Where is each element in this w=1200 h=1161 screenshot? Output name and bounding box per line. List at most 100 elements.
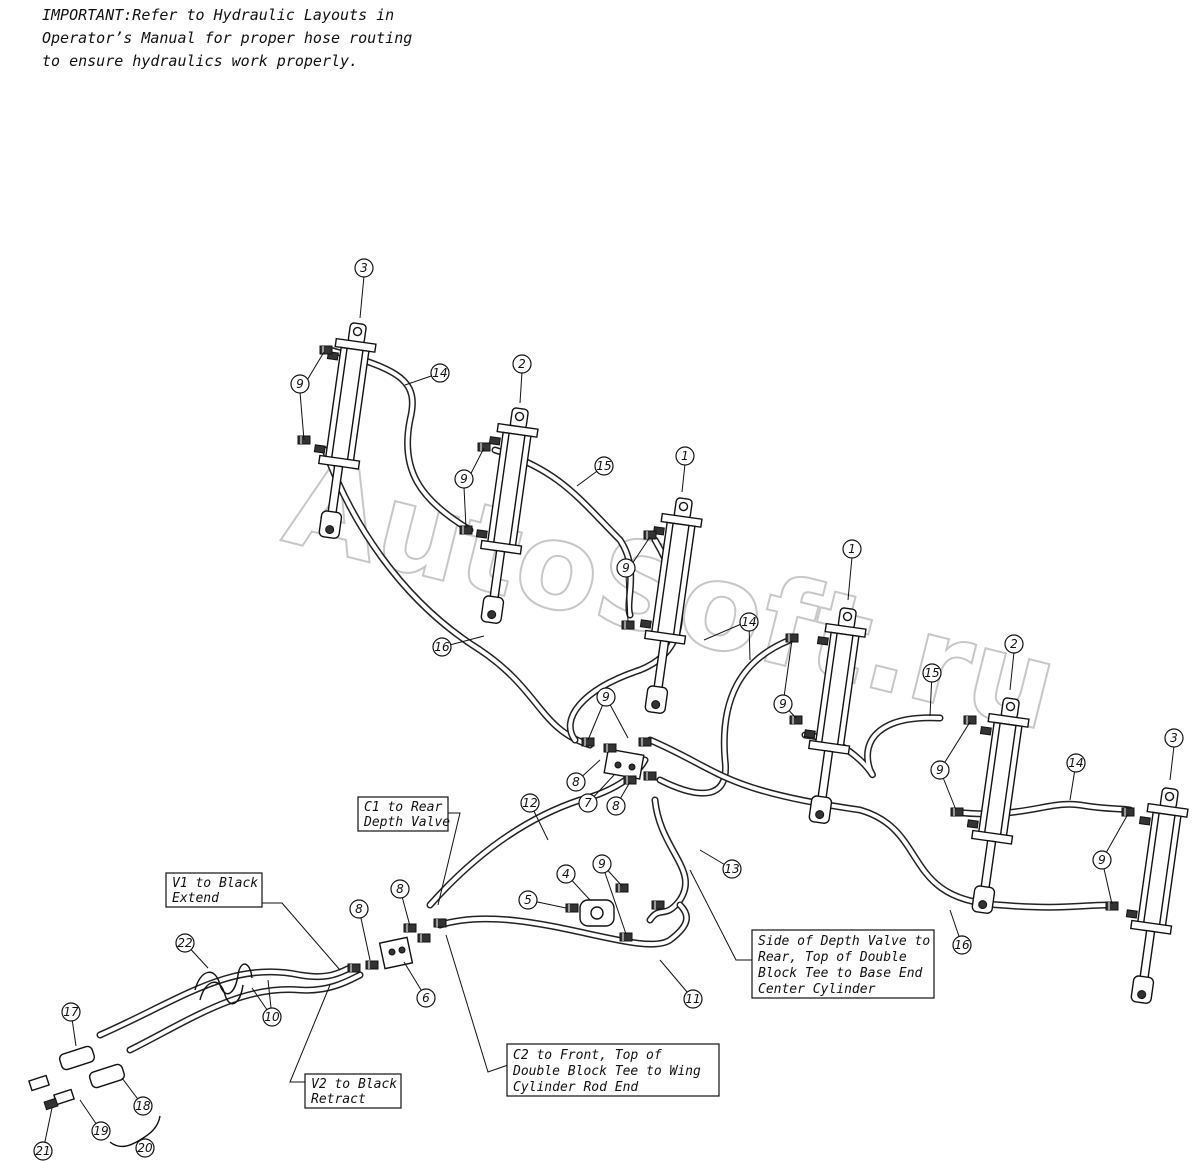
part-balloon-p19: 19 — [91, 1121, 111, 1141]
balloon-circle — [512, 354, 532, 374]
balloon-label: 8 — [396, 882, 404, 896]
depth-valve — [579, 899, 615, 927]
part-balloon-p21: 21 — [33, 1141, 53, 1161]
balloon-circle — [133, 1096, 153, 1116]
part-balloon-p14-b: 14 — [739, 612, 759, 632]
balloon-label: 9 — [296, 377, 304, 391]
balloon-circle — [594, 456, 614, 476]
svg-text:Side of Depth Valve to: Side of Depth Valve to — [758, 934, 930, 949]
balloon-label: 9 — [779, 697, 787, 711]
part-balloon-p15-a: 15 — [594, 456, 614, 476]
part-balloon-p9-b: 9 — [454, 469, 474, 489]
balloon-circle — [1004, 634, 1024, 654]
balloon-circle — [606, 796, 626, 816]
balloon-circle — [616, 558, 636, 578]
balloon-label: 8 — [355, 902, 363, 916]
part-balloon-p9-a: 9 — [290, 374, 310, 394]
callout-v1-black-extend: V1 to Black Extend — [165, 872, 263, 908]
svg-text:V2 to Black: V2 to Black — [311, 1077, 397, 1092]
balloon-label: 9 — [622, 561, 630, 575]
balloon-circle — [773, 694, 793, 714]
part-balloon-p9-h: 9 — [592, 854, 612, 874]
part-balloon-p5: 5 — [518, 890, 538, 910]
balloon-label: 10 — [264, 1010, 280, 1024]
balloon-circle — [390, 879, 410, 899]
balloon-label: 14 — [432, 366, 447, 380]
balloon-circle — [596, 687, 616, 707]
svg-text:Block Tee to Base End: Block Tee to Base End — [758, 966, 923, 981]
balloon-circle — [1164, 728, 1184, 748]
balloon-label: 3 — [1170, 731, 1178, 745]
svg-text:Cylinder Rod End: Cylinder Rod End — [513, 1080, 638, 1095]
part-balloon-p1-right: 1 — [842, 539, 862, 559]
part-number-balloons: 3211239999999914141415151616888871213114… — [33, 258, 1184, 1161]
svg-text:Extend: Extend — [172, 891, 219, 906]
part-balloon-p8-a: 8 — [566, 772, 586, 792]
quick-couplers — [28, 1045, 161, 1148]
balloon-circle — [33, 1141, 53, 1161]
svg-text:C2 to Front, Top of: C2 to Front, Top of — [513, 1048, 662, 1063]
balloon-circle — [91, 1121, 111, 1141]
balloon-label: 3 — [360, 261, 368, 275]
part-balloon-p1-left: 1 — [675, 446, 695, 466]
balloon-label: 20 — [137, 1141, 153, 1155]
svg-text:Rear, Top of Double: Rear, Top of Double — [758, 950, 907, 965]
part-balloon-p3-right: 3 — [1164, 728, 1184, 748]
important-note: IMPORTANT:Refer to Hydraulic Layouts in … — [42, 6, 413, 70]
balloon-circle — [922, 663, 942, 683]
balloon-circle — [592, 854, 612, 874]
balloon-circle — [354, 258, 374, 278]
svg-text:Retract: Retract — [311, 1092, 366, 1107]
part-balloon-p9-g: 9 — [596, 687, 616, 707]
balloon-circle — [722, 859, 742, 879]
balloon-label: 19 — [93, 1124, 108, 1138]
balloon-label: 8 — [572, 775, 580, 789]
hose-wrap — [194, 963, 253, 1005]
balloon-label: 5 — [524, 893, 532, 907]
part-balloon-p16-b: 16 — [952, 935, 972, 955]
balloon-circle — [842, 539, 862, 559]
balloon-circle — [416, 988, 436, 1008]
balloon-circle — [1092, 850, 1112, 870]
part-balloon-p22: 22 — [175, 933, 195, 953]
balloon-circle — [454, 469, 474, 489]
balloon-label: 15 — [596, 459, 611, 473]
callout-c1-rear-depth-valve: C1 to Rear Depth Valve — [357, 796, 450, 832]
balloon-circle — [290, 374, 310, 394]
balloon-circle — [430, 363, 450, 383]
balloon-label: 22 — [177, 936, 192, 950]
balloon-label: 21 — [35, 1144, 50, 1158]
balloon-label: 9 — [602, 690, 610, 704]
part-balloon-p12: 12 — [520, 793, 540, 813]
part-balloon-p15-b: 15 — [922, 663, 942, 683]
part-balloon-p6: 6 — [416, 988, 436, 1008]
part-balloon-p20: 20 — [135, 1138, 155, 1158]
balloon-label: 9 — [1098, 853, 1106, 867]
balloon-circle — [349, 899, 369, 919]
part-balloon-p8-b: 8 — [606, 796, 626, 816]
balloon-circle — [556, 864, 576, 884]
balloon-label: 12 — [522, 796, 537, 810]
balloon-circle — [675, 446, 695, 466]
part-balloon-p14-c: 14 — [1066, 753, 1086, 773]
balloon-circle — [566, 772, 586, 792]
balloon-label: 15 — [924, 666, 939, 680]
balloon-circle — [930, 760, 950, 780]
part-balloon-p9-c: 9 — [616, 558, 636, 578]
part-balloon-p4: 4 — [556, 864, 576, 884]
part-balloon-p9-e: 9 — [930, 760, 950, 780]
part-balloon-p2-left: 2 — [512, 354, 532, 374]
balloon-circle — [432, 637, 452, 657]
balloon-label: 7 — [584, 796, 592, 810]
part-balloon-p8-c: 8 — [390, 879, 410, 899]
balloon-label: 17 — [63, 1005, 79, 1019]
balloon-label: 18 — [135, 1099, 151, 1113]
balloon-label: 2 — [518, 357, 526, 371]
leader-lines — [42, 275, 1175, 1152]
balloon-label: 14 — [741, 615, 756, 629]
part-balloon-p2-right: 2 — [1004, 634, 1024, 654]
part-balloon-p9-d: 9 — [773, 694, 793, 714]
balloon-label: 6 — [422, 991, 430, 1005]
double-block-tee — [603, 748, 645, 780]
balloon-circle — [518, 890, 538, 910]
